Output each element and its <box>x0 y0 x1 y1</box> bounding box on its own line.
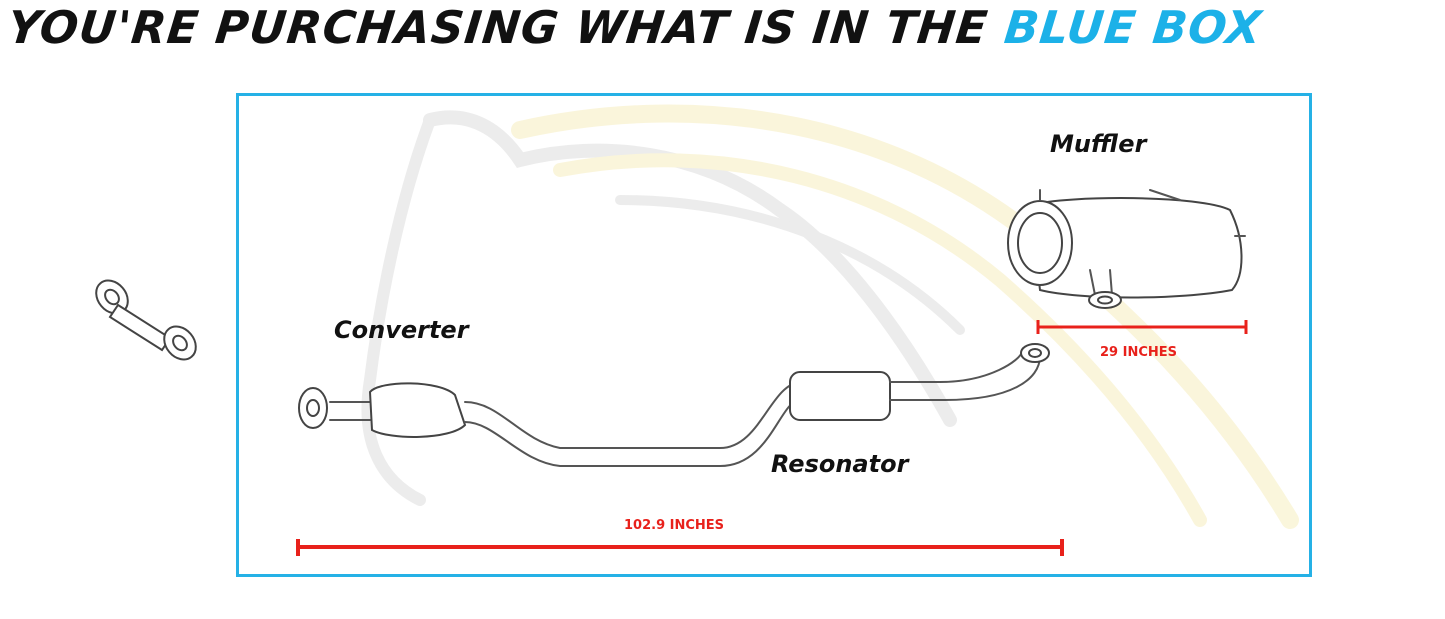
blue-box-frame <box>236 93 1312 577</box>
overall-dimension <box>296 539 1064 556</box>
exhaust-pipe <box>298 343 1050 467</box>
overall-dimension-label: 102.9 INCHES <box>624 518 724 533</box>
flex-pipe-part <box>95 279 197 361</box>
muffler-dimension <box>1036 320 1248 334</box>
muffler-dimension-label: 29 INCHES <box>1100 345 1177 360</box>
converter-label: Converter <box>334 316 471 344</box>
muffler-label: Muffler <box>1050 130 1149 158</box>
resonator-label: Resonator <box>771 450 911 478</box>
muffler-part <box>1007 189 1246 309</box>
